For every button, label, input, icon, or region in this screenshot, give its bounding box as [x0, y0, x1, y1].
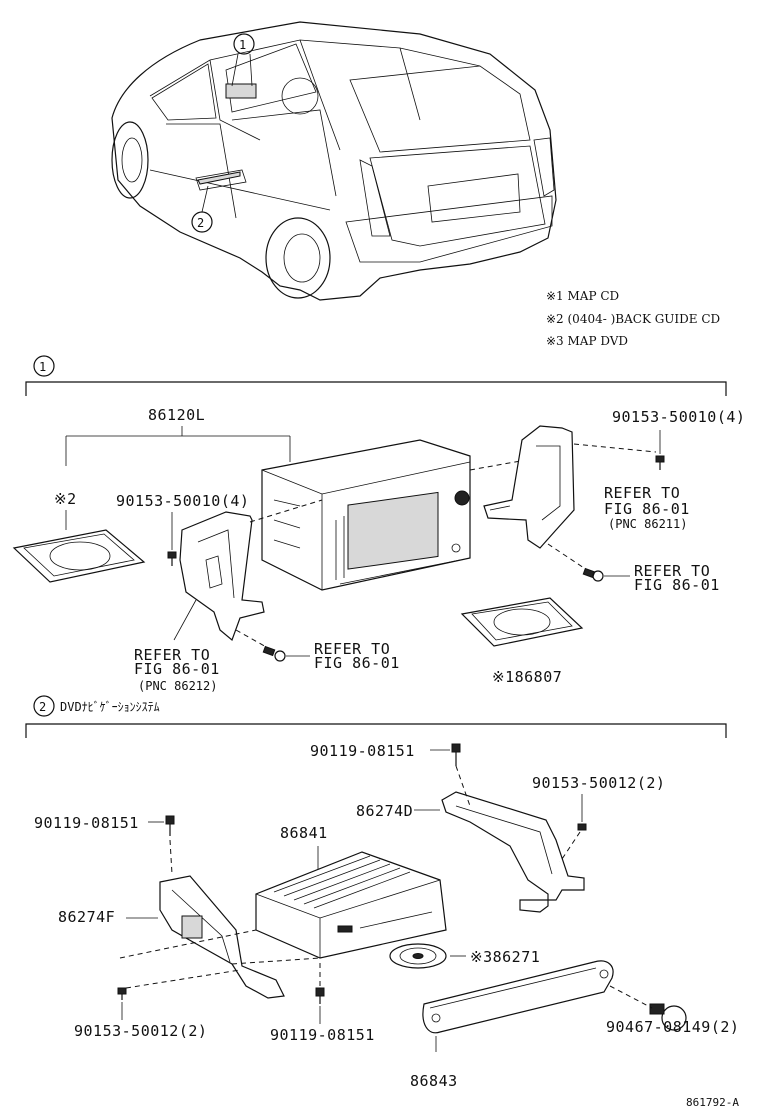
- bolt-top-icon: [451, 743, 461, 766]
- screw-middle-icon: [262, 645, 286, 662]
- bolt-bottom-label: 90119-08151: [270, 1026, 375, 1044]
- screw-left-label: 90153-50010(4): [116, 492, 249, 510]
- vehicle-illustration: 1 2: [111, 21, 557, 301]
- figure-id: 861792-A: [686, 1096, 739, 1109]
- bracket-left-label: 86274F: [58, 908, 115, 926]
- section-1-number: 1: [39, 360, 46, 374]
- dvd-label: ※386271: [470, 948, 540, 966]
- screw-right-lower-icon: [582, 567, 604, 582]
- cover-label: 86843: [410, 1072, 458, 1090]
- refer-right-top-line3: (PNC 86211): [608, 517, 687, 531]
- section-2: 2 DVDﾅﾋﾞｹﾞｰｼｮﾝｼｽﾃﾑ 90119-08151 86274D 90…: [25, 695, 739, 1109]
- refer-right-top-line1: REFER TO: [604, 484, 680, 502]
- screw-right-2-label: 90153-50012(2): [532, 774, 665, 792]
- part-86807-label: ※186807: [492, 668, 562, 686]
- bolt-top-label: 90119-08151: [310, 742, 415, 760]
- screw-left-bottom-icon: [117, 987, 127, 1000]
- screw-left-icon: [167, 551, 177, 566]
- part-86120L-label: 86120L: [148, 406, 205, 424]
- note-map-dvd: ※3 MAP DVD: [546, 334, 628, 348]
- unit-label: 86841: [280, 824, 328, 842]
- refer-mid-line2: FIG 86-01: [314, 654, 400, 672]
- screw-left-bottom-label: 90153-50012(2): [74, 1022, 207, 1040]
- note-back-guide-cd: ※2 (0404- )BACK GUIDE CD: [546, 312, 720, 326]
- refer-right-bottom-line2: FIG 86-01: [634, 576, 720, 594]
- bracket-right-label: 86274D: [356, 802, 413, 820]
- asterisk-2-label: ※2: [54, 490, 77, 508]
- notes-legend: ※1 MAP CD ※2 (0404- )BACK GUIDE CD ※3 MA…: [546, 289, 720, 348]
- callout-2-label: 2: [197, 216, 204, 230]
- refer-mid-line1: REFER TO: [314, 640, 390, 658]
- note-map-cd: ※1 MAP CD: [546, 289, 619, 303]
- dvd-disc-icon: [389, 943, 447, 969]
- bolt-left-icon: [165, 815, 175, 836]
- callout-1-label: 1: [239, 38, 246, 52]
- bolt-bottom-icon: [315, 987, 325, 1004]
- refer-left-line2: FIG 86-01: [134, 660, 220, 678]
- refer-left-line1: REFER TO: [134, 646, 210, 664]
- section-2-title: DVDﾅﾋﾞｹﾞｰｼｮﾝｼｽﾃﾑ: [60, 700, 160, 714]
- clip-label: 90467-08149(2): [606, 1018, 739, 1036]
- clip-icon: [649, 1003, 687, 1031]
- screw-right-icon: [655, 430, 665, 470]
- bolt-left-label: 90119-08151: [34, 814, 139, 832]
- screw-right-label: 90153-50010(4): [612, 408, 745, 426]
- refer-right-top-line2: FIG 86-01: [604, 500, 690, 518]
- refer-left-line3: (PNC 86212): [138, 679, 217, 693]
- section-2-number: 2: [39, 700, 46, 714]
- screw-right-2-icon: [577, 794, 587, 831]
- refer-right-bottom-line1: REFER TO: [634, 562, 710, 580]
- section-1: 1 86120L ※2 90153-50010(4): [12, 355, 745, 693]
